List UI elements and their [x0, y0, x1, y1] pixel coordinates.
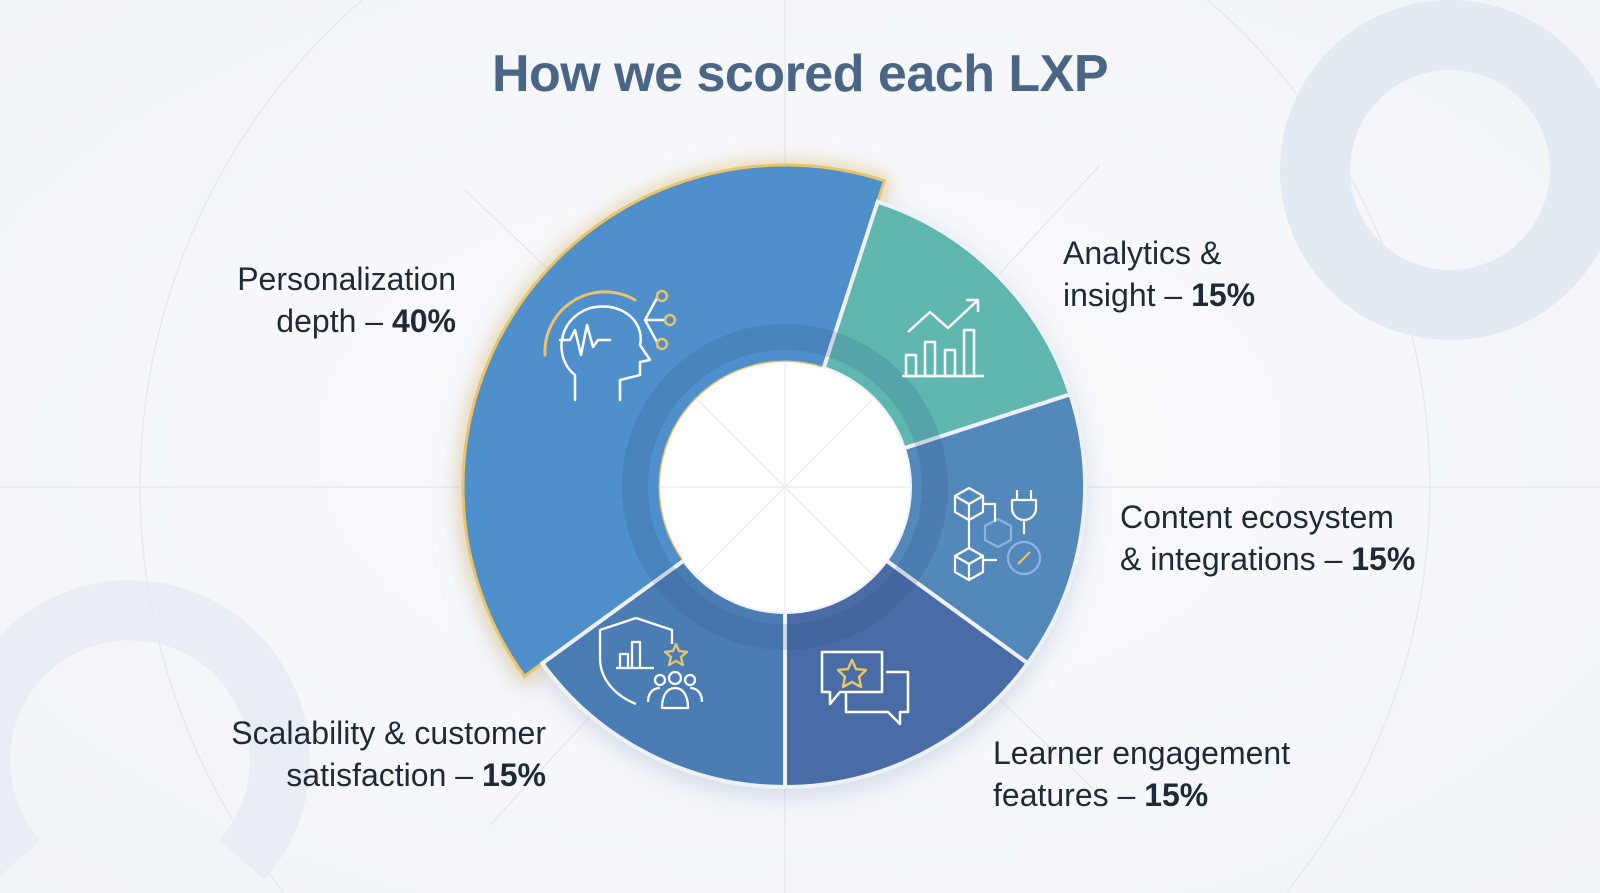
label-line: & integrations –	[1120, 541, 1343, 577]
decor-arc-left	[139, 0, 363, 893]
label-line: satisfaction –	[286, 757, 474, 793]
label-line: Learner engagement	[993, 735, 1291, 771]
label-line: Content ecosystem	[1120, 499, 1394, 535]
label-line: Personalization	[237, 261, 456, 297]
label-analytics: Analytics & insight – 15%	[1063, 232, 1255, 316]
label-line: Scalability & customer	[231, 715, 546, 751]
label-line: features –	[993, 777, 1136, 813]
hole-guide-lines	[660, 362, 910, 612]
label-line: depth –	[276, 303, 384, 339]
brain-head-icon	[543, 289, 677, 402]
decor-ring-bottom-left	[0, 580, 310, 880]
chat-star-icon	[820, 650, 910, 726]
value-label: 15%	[1191, 277, 1256, 313]
value-label: 15%	[481, 757, 546, 793]
label-line: insight –	[1063, 277, 1183, 313]
inner-ring-shade	[622, 324, 948, 650]
value-label: 15%	[1351, 541, 1416, 577]
decor-ring-top-right	[1280, 0, 1600, 340]
growth-chart-icon	[902, 298, 984, 378]
label-scalability: Scalability & customer satisfaction – 15…	[140, 712, 546, 796]
label-line: Analytics &	[1063, 235, 1222, 271]
label-learner: Learner engagement features – 15%	[993, 732, 1290, 816]
value-label: 40%	[391, 303, 456, 339]
decor-arc-right	[1207, 0, 1431, 893]
chart-title: How we scored each LXP	[491, 45, 1109, 103]
integration-blocks-icon	[953, 486, 1042, 582]
label-content: Content ecosystem & integrations – 15%	[1120, 496, 1415, 580]
label-personalization: Personalization depth – 40%	[150, 258, 456, 342]
shield-users-icon	[598, 616, 704, 710]
value-label: 15%	[1144, 777, 1209, 813]
